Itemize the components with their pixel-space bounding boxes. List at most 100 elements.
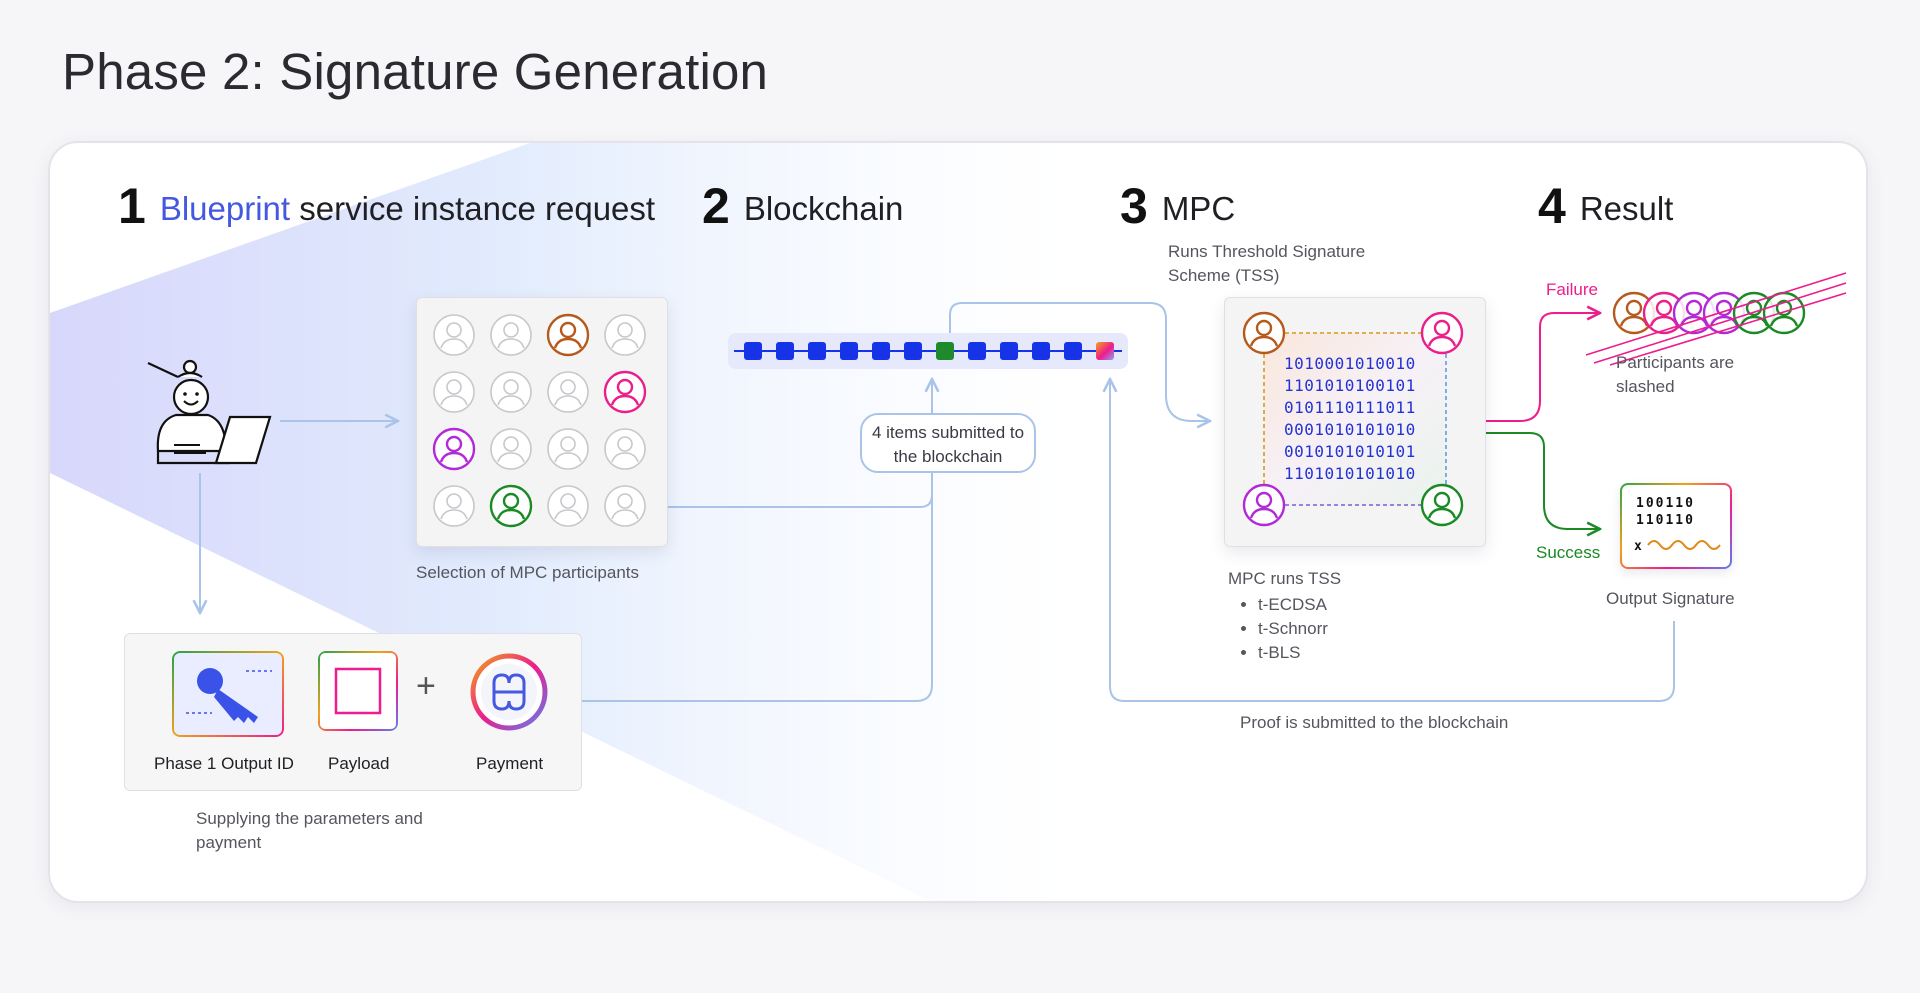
participant-gray xyxy=(603,313,647,362)
scheme-item: t-Schnorr xyxy=(1258,617,1328,641)
block-blue xyxy=(1064,342,1082,360)
slash-lines xyxy=(1585,272,1847,366)
step-1-label: service instance request xyxy=(299,190,656,227)
mpc-participant-green xyxy=(1420,483,1464,532)
person-icon xyxy=(1642,291,1686,335)
mpc-participant-purple xyxy=(1242,483,1286,532)
person-icon xyxy=(1702,291,1746,335)
param-label-output-id: Phase 1 Output ID xyxy=(154,754,294,773)
person-icon xyxy=(432,427,476,471)
participant-gray xyxy=(489,370,533,419)
binary-line: 0010101010101 xyxy=(1284,442,1416,461)
key-icon xyxy=(172,651,284,737)
person-icon xyxy=(1242,311,1286,355)
slashed-participant-purple xyxy=(1702,291,1746,340)
connector-blockchain-to-mpc xyxy=(949,302,1210,421)
connector-parameters-to-blockchain xyxy=(582,483,933,702)
block-blue xyxy=(1000,342,1018,360)
person-icon xyxy=(433,485,475,527)
block-blue xyxy=(968,342,986,360)
failure-caption: Participants are slashed xyxy=(1616,353,1735,396)
participant-gray xyxy=(432,484,476,533)
person-icon xyxy=(1420,483,1464,527)
mpc-participant-pink xyxy=(1420,311,1464,360)
participant-grid xyxy=(432,313,652,533)
participant-pink xyxy=(603,370,647,419)
binary-line: 0001010101010 xyxy=(1284,420,1416,439)
block-blue xyxy=(904,342,922,360)
participant-gray xyxy=(546,370,590,419)
mpc-corner-participants xyxy=(1224,297,1484,545)
block-row xyxy=(744,342,1124,362)
block-green xyxy=(936,342,954,360)
param-label-payload: Payload xyxy=(328,754,390,773)
participant-green xyxy=(489,484,533,533)
participant-gray xyxy=(432,313,476,362)
participant-gray xyxy=(489,313,533,362)
block-blue xyxy=(1032,342,1050,360)
person-icon xyxy=(1762,291,1806,335)
svg-text:x: x xyxy=(1634,539,1642,554)
step-4-title: 4 Result xyxy=(1538,177,1673,235)
mpc-subtitle: Runs Threshold Signature Scheme (TSS) xyxy=(1168,242,1366,285)
parameters-caption: Supplying the parameters and payment xyxy=(196,809,423,852)
submitted-callout-text: 4 items submitted to the blockchain xyxy=(871,423,1025,466)
person-icon xyxy=(490,428,532,470)
person-icon xyxy=(547,428,589,470)
chip-icon xyxy=(318,651,398,731)
person-icon xyxy=(604,485,646,527)
step-4-label: Result xyxy=(1579,190,1674,227)
binary-line: 0101110111011 xyxy=(1284,398,1416,417)
step-1-title: 1 Blueprint service instance request xyxy=(118,177,655,235)
participant-purple xyxy=(432,427,476,476)
block-blue xyxy=(744,342,762,360)
block-blue xyxy=(808,342,826,360)
slashed-participant-green xyxy=(1762,291,1806,340)
person-icon xyxy=(433,371,475,413)
person-icon xyxy=(604,314,646,356)
signature-line-1: 100110 xyxy=(1636,496,1695,511)
person-icon xyxy=(433,314,475,356)
scheme-list: t-ECDSAt-Schnorrt-BLS xyxy=(1234,593,1328,665)
person-icon xyxy=(547,371,589,413)
plus-sign: + xyxy=(416,667,436,705)
signature-caption: Output Signature xyxy=(1606,589,1735,608)
person-icon xyxy=(604,428,646,470)
connector-failure xyxy=(1486,313,1600,422)
participant-gray xyxy=(546,484,590,533)
submitted-callout: 4 items submitted to the blockchain xyxy=(860,413,1036,473)
person-icon xyxy=(546,313,590,357)
participant-gray xyxy=(603,427,647,476)
binary-line: 1101010101010 xyxy=(1284,464,1416,483)
step-2-number: 2 xyxy=(702,178,730,234)
page-title: Phase 2: Signature Generation xyxy=(62,43,769,100)
step-1-accent: Blueprint xyxy=(159,190,291,227)
person-icon xyxy=(490,371,532,413)
scheme-item: t-BLS xyxy=(1258,641,1328,665)
connector-proof-to-blockchain xyxy=(1110,379,1675,702)
step-1-number: 1 xyxy=(118,178,146,234)
scheme-item: t-ECDSA xyxy=(1258,593,1328,617)
person-icon xyxy=(490,314,532,356)
slashed-participants xyxy=(1612,291,1832,341)
signature-squiggle-icon: x xyxy=(1634,539,1721,554)
step-4-number: 4 xyxy=(1538,178,1566,234)
participant-gray xyxy=(546,427,590,476)
step-3-number: 3 xyxy=(1120,178,1148,234)
blockchain-line xyxy=(734,350,1122,352)
person-icon xyxy=(1420,311,1464,355)
block-blue xyxy=(840,342,858,360)
person-icon xyxy=(1242,483,1286,527)
output-signature-card: 100110 110110 x xyxy=(1620,483,1732,569)
payment-coin-icon xyxy=(470,653,548,731)
person-icon xyxy=(603,370,647,414)
proof-caption: Proof is submitted to the blockchain xyxy=(1240,713,1509,732)
param-label-payment: Payment xyxy=(476,754,544,773)
mpc-runs-label: MPC runs TSS xyxy=(1228,569,1342,588)
binary-line: 1101010100101 xyxy=(1284,376,1416,395)
mpc-links xyxy=(1263,332,1447,506)
slashed-participant-pink xyxy=(1642,291,1686,340)
